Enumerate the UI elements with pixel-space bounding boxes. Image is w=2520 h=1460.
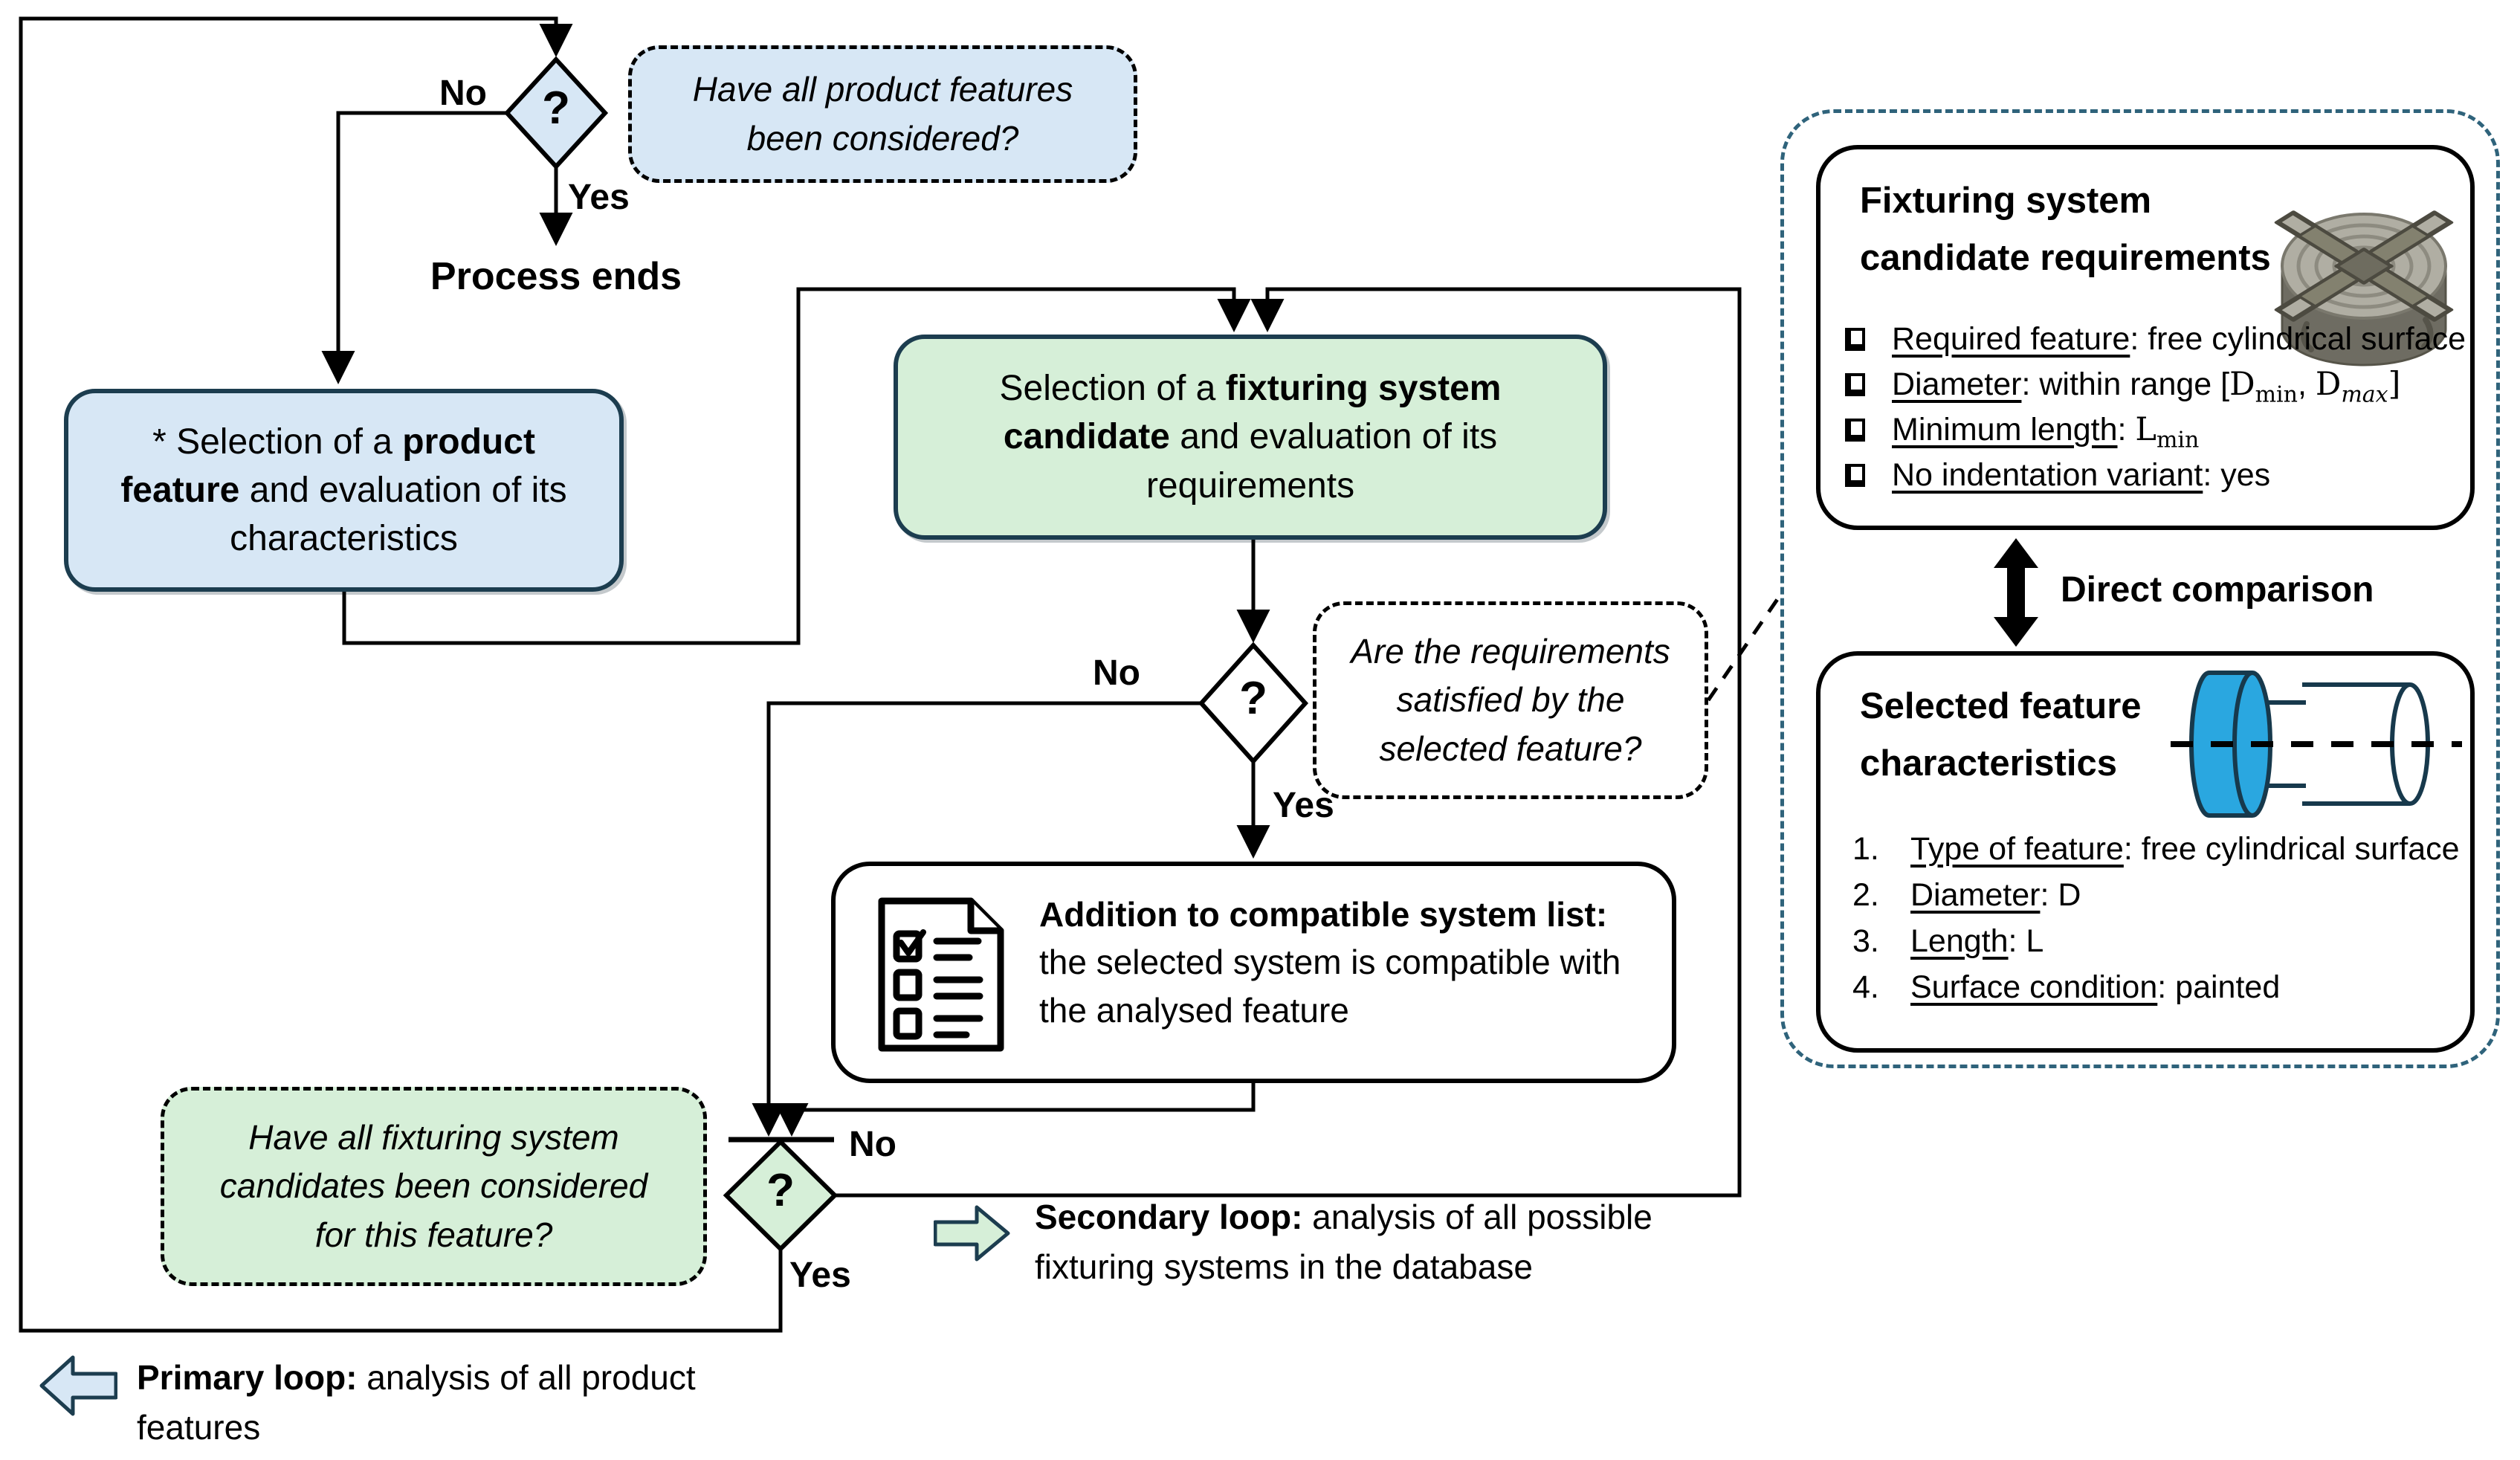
process-ends-label: Process ends [430,255,682,298]
connector-top-no [321,111,507,384]
process-box-product-feature: * Selection of a product feature and eva… [64,389,624,592]
question-box-product-features-text: Have all product features been considere… [692,70,1073,158]
requirements-item-2: Diameter: within range [Dmin, Dmax] [1845,366,2400,408]
addition-box-text: Addition to compatible system list: the … [1039,895,1621,1030]
checkbox-icon [1845,373,1865,396]
checkbox-icon [1845,419,1865,442]
question-box-requirements: Are the requirements satisfied by the se… [1313,601,1708,799]
requirements-item-1: Required feature: free cylindrical surfa… [1845,321,2466,358]
question-box-requirements-text: Are the requirements satisfied by the se… [1351,632,1670,768]
label-no-top: No [439,74,487,113]
checkbox-icon [1845,464,1865,487]
checkbox-icon [1845,328,1865,351]
decision-requirements-mark: ? [1239,673,1267,724]
primary-loop-arrow-icon [39,1355,117,1416]
question-box-product-features: Have all product features been considere… [628,45,1137,183]
requirements-item-4: No indentation variant: yes [1845,457,2270,494]
characteristics-item-1: 1. Type of feature: free cylindrical sur… [1852,831,2460,867]
primary-loop-text: Primary loop: analysis of all product fe… [137,1358,696,1447]
secondary-loop-arrow-icon [934,1205,1010,1262]
decision-candidates-mark: ? [766,1165,795,1216]
characteristics-panel-title: Selected feature characteristics [1860,686,2142,784]
process-box-fixturing-candidate: Selection of a fixturing system candidat… [894,335,1607,540]
label-yes-middle: Yes [1273,786,1334,825]
label-no-bottom: No [849,1125,896,1164]
question-box-candidates-text: Have all fixturing system candidates bee… [219,1118,648,1254]
requirements-item-3: Minimum length: Lmin [1845,411,2199,453]
direct-comparison-label: Direct comparison [2061,570,2374,610]
question-box-candidates: Have all fixturing system candidates bee… [161,1087,707,1286]
connector-addition-return [775,1083,1256,1137]
characteristics-item-3: 3. Length: L [1852,923,2044,959]
requirements-panel-title: Fixturing system candidate requirements [1860,181,2271,279]
characteristics-item-2: 2. Diameter: D [1852,877,2081,913]
characteristics-item-4: 4. Surface condition: painted [1852,969,2281,1005]
decision-product-features-mark: ? [542,83,570,134]
connector-panel-dashed [1706,590,1785,702]
process-box-fixturing-candidate-text: Selection of a fixturing system candidat… [999,369,1502,505]
label-no-middle: No [1093,653,1140,693]
label-yes-bottom: Yes [789,1256,851,1295]
label-yes-top: Yes [568,178,630,217]
secondary-loop-text: Secondary loop: analysis of all possible… [1035,1198,1652,1286]
process-box-product-feature-text: * Selection of a product feature and eva… [120,421,567,559]
